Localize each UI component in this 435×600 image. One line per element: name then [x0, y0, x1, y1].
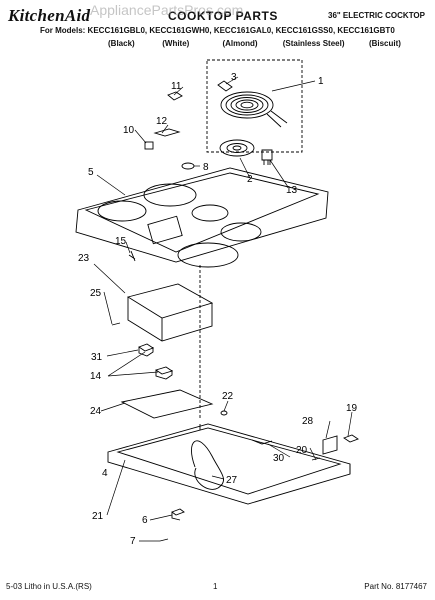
- switch-19: [343, 434, 359, 443]
- section-title: COOKTOP PARTS: [168, 9, 278, 23]
- screw-25: [111, 322, 121, 326]
- coil-element: [220, 91, 288, 128]
- grommet: [181, 162, 195, 170]
- cooktop-top: [75, 167, 329, 268]
- callout-28: 28: [302, 416, 314, 427]
- callout-3: 3: [231, 72, 237, 83]
- screw-7: [159, 538, 169, 542]
- clip-30: [251, 439, 273, 445]
- insulation-pad: [120, 389, 214, 419]
- trim-part: [153, 128, 181, 137]
- bracket-28: [322, 435, 338, 455]
- callout-23: 23: [78, 253, 90, 264]
- color-stainless: (Stainless Steel): [282, 39, 345, 48]
- callout-10: 10: [123, 125, 135, 136]
- part-number: Part No. 8177467: [364, 582, 427, 591]
- bracket-14: [154, 366, 174, 380]
- brand-logo: KitchenAid: [8, 6, 91, 25]
- product-description: 36" ELECTRIC COCKTOP: [328, 11, 425, 20]
- callout-31: 31: [91, 352, 103, 363]
- callout-7: 7: [130, 536, 136, 547]
- wiring-harness: [191, 440, 224, 490]
- callout-4: 4: [102, 468, 108, 479]
- page-number: 1: [213, 582, 218, 591]
- bracket-31: [138, 343, 154, 357]
- callout-5: 5: [88, 167, 94, 178]
- callout-6: 6: [142, 515, 148, 526]
- callout-21: 21: [92, 511, 104, 522]
- bracket-6: [171, 508, 185, 521]
- drip-bowl: [219, 139, 255, 157]
- color-almond: (Almond): [222, 39, 258, 48]
- callout-30: 30: [273, 453, 285, 464]
- color-list: (Black) (White) (Almond) (Stainless Stee…: [108, 39, 401, 48]
- grommet-22: [220, 410, 228, 416]
- callout-27: 27: [226, 475, 238, 486]
- element-kit-box: [206, 59, 303, 153]
- control-panel: [126, 283, 214, 342]
- callout-11: 11: [171, 81, 182, 92]
- callout-22: 22: [222, 391, 234, 402]
- models-line: For Models: KECC161GBL0, KECC161GWH0, KE…: [40, 26, 395, 35]
- callout-12: 12: [156, 116, 168, 127]
- callout-15: 15: [115, 236, 127, 247]
- callout-24: 24: [90, 406, 102, 417]
- receptacle: [261, 149, 273, 165]
- screw-20: [311, 457, 321, 461]
- callout-14: 14: [90, 371, 102, 382]
- print-info: 5-03 Litho in U.S.A.(RS): [6, 582, 92, 591]
- terminal-block: [217, 80, 233, 92]
- leader-lines: [93, 76, 353, 542]
- knob-part: [167, 91, 183, 101]
- callout-13: 13: [286, 185, 298, 196]
- color-biscuit: (Biscuit): [368, 39, 401, 48]
- callout-2: 2: [247, 174, 253, 185]
- exploded-parts-diagram: 1 2 3 4 5 6 7 8 10 11 12 13 14 15 19 20 …: [75, 59, 359, 547]
- burner-box: [107, 423, 351, 505]
- color-black: (Black): [108, 39, 135, 48]
- color-white: (White): [162, 39, 190, 48]
- clip-part: [144, 141, 154, 150]
- callout-8: 8: [203, 162, 209, 173]
- callout-1: 1: [318, 76, 324, 87]
- callout-numbers: 1 2 3 4 5 6 7 8 10 11 12 13 14 15 19 20 …: [78, 72, 358, 547]
- callout-25: 25: [90, 288, 102, 299]
- callout-19: 19: [346, 403, 358, 414]
- screw-15: [128, 250, 136, 262]
- header: KitchenAid COOKTOP PARTS 36" ELECTRIC CO…: [0, 0, 435, 58]
- footer: 5-03 Litho in U.S.A.(RS) 1 Part No. 8177…: [0, 580, 435, 600]
- callout-20: 20: [296, 445, 308, 456]
